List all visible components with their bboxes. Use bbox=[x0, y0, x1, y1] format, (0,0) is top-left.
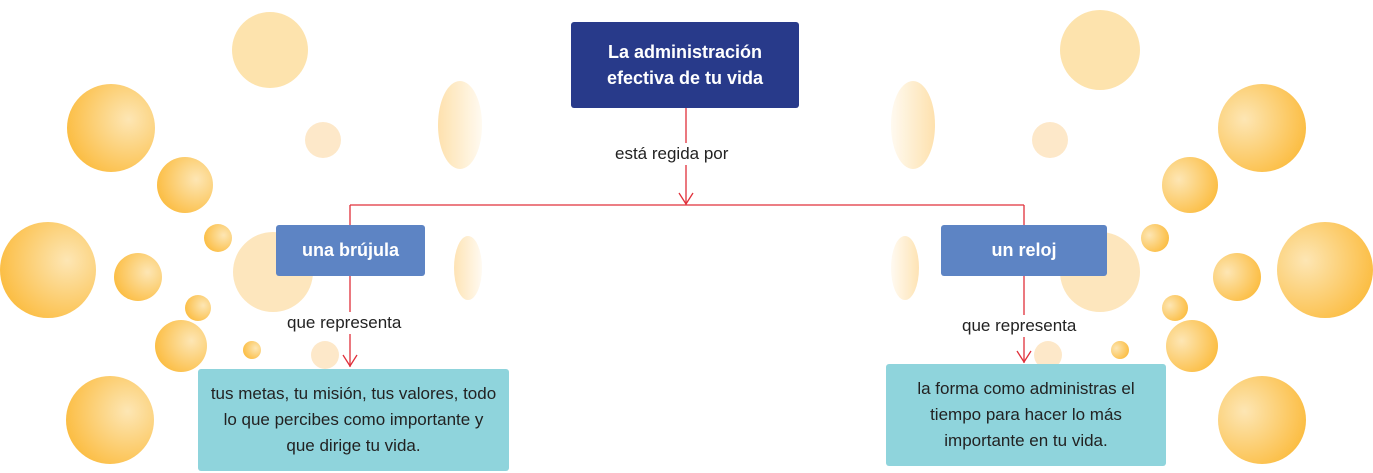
root-concept-label: La administración efectiva de tu vida bbox=[606, 42, 764, 88]
right-relation-label: que representa bbox=[958, 315, 1081, 337]
right-branch-label: un reloj bbox=[991, 240, 1057, 260]
root-relation-label: está regida por bbox=[611, 143, 733, 165]
left-branch-label: una brújula bbox=[301, 240, 399, 260]
left-branch-box: una brújula bbox=[276, 225, 425, 276]
right-branch-box: un reloj bbox=[941, 225, 1107, 276]
left-relation-label: que representa bbox=[283, 312, 406, 334]
left-detail-box: tus metas, tu misión, tus valores, todo … bbox=[198, 369, 509, 471]
right-detail-text: la forma como administras el tiempo para… bbox=[917, 379, 1135, 450]
left-detail-text: tus metas, tu misión, tus valores, todo … bbox=[210, 384, 497, 455]
right-detail-box: la forma como administras el tiempo para… bbox=[886, 364, 1166, 466]
root-concept-box: La administración efectiva de tu vida bbox=[571, 22, 799, 108]
